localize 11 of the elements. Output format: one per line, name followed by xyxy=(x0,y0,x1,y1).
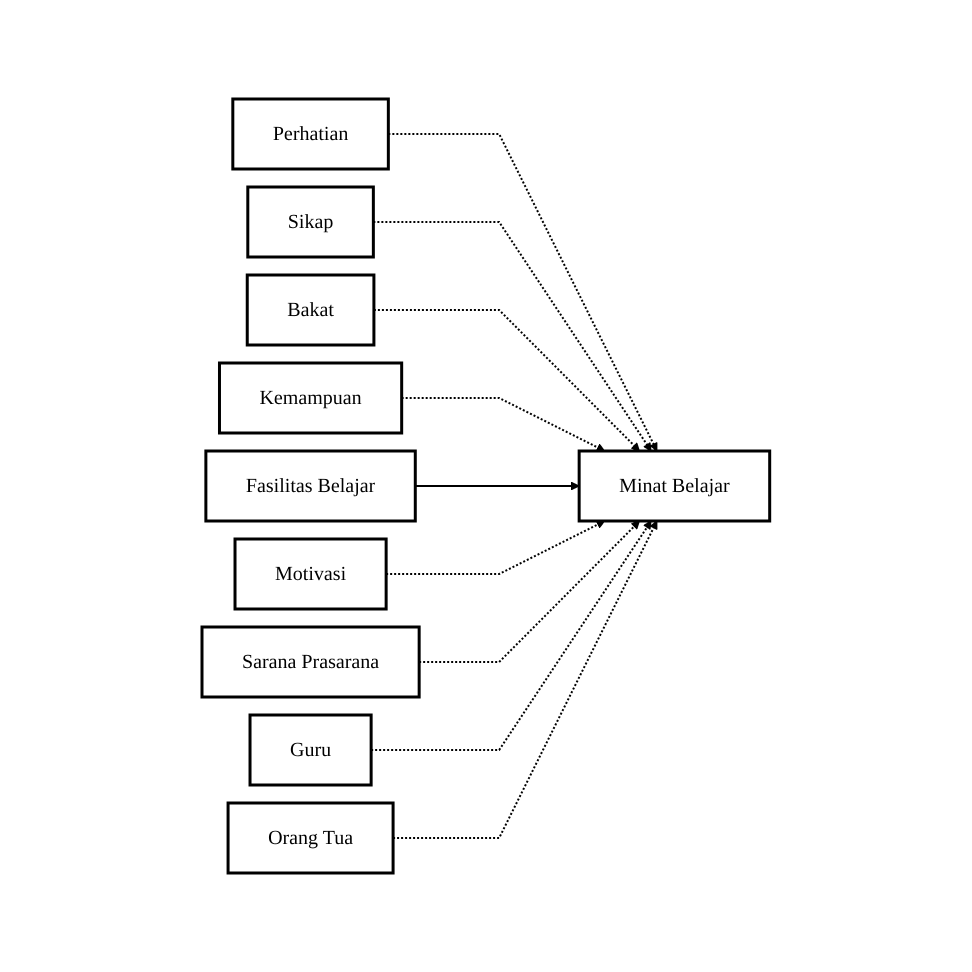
node-box: Bakat xyxy=(246,274,376,346)
node-box: Sikap xyxy=(246,186,376,258)
node-box: Motivasi xyxy=(234,538,388,610)
node-box: Minat Belajar xyxy=(578,450,772,522)
node-box: Fasilitas Belajar xyxy=(204,450,417,522)
node-box: Sarana Prasarana xyxy=(200,626,421,698)
node-box: Orang Tua xyxy=(226,802,395,874)
node-box: Perhatian xyxy=(231,98,390,170)
arrow xyxy=(415,482,580,490)
node-box: Guru xyxy=(248,714,373,786)
node-box: Kemampuan xyxy=(218,362,404,434)
